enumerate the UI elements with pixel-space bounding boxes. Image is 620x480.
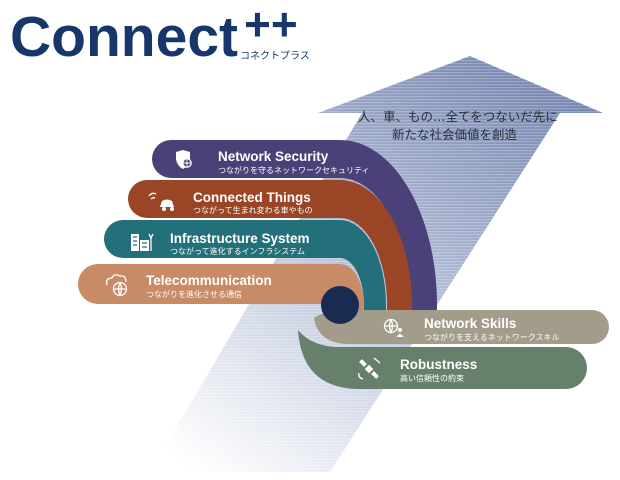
band-connected-things: Connected Things つながって生まれ変わる車やもの bbox=[128, 180, 412, 328]
band-infrastructure-system: Infrastructure System つながって進化するインフラシステム bbox=[104, 220, 386, 324]
band-robustness: Robustness 高い信頼性の約束 bbox=[298, 330, 587, 389]
band-shape bbox=[314, 310, 609, 344]
band-title: Infrastructure System bbox=[170, 231, 310, 246]
logo-kana: コネクトプラス bbox=[240, 50, 310, 62]
arrow-text-line2: 新たな社会価値を創造 bbox=[392, 127, 518, 142]
band-subtitle: つながりを支えるネットワークスキル bbox=[424, 332, 560, 342]
satellite-icon bbox=[358, 357, 381, 380]
center-dot bbox=[321, 286, 359, 324]
band-telecommunication: Telecommunication つながりを進化させる通信 bbox=[78, 264, 364, 329]
band-network-skills: Network Skills つながりを支えるネットワークスキル bbox=[314, 310, 609, 344]
band-shape bbox=[104, 220, 386, 324]
logo-name: Connect bbox=[10, 5, 238, 69]
band-title: Connected Things bbox=[193, 190, 311, 205]
band-shape bbox=[128, 180, 412, 328]
building-icon bbox=[131, 233, 154, 251]
arrow-text-line1: 人、車、もの…全てをつないだ先に bbox=[358, 109, 558, 124]
cloud-globe-icon bbox=[105, 274, 128, 298]
band-shape bbox=[78, 264, 364, 329]
logo-plus: ++ bbox=[244, 0, 298, 50]
band-subtitle: つながって進化するインフラシステム bbox=[170, 246, 305, 256]
band-title: Network Security bbox=[218, 149, 329, 164]
shield-icon bbox=[176, 150, 192, 169]
band-subtitle: つながりを進化させる通信 bbox=[146, 289, 242, 299]
band-subtitle: 高い信頼性の約束 bbox=[400, 373, 464, 383]
band-title: Robustness bbox=[400, 357, 477, 372]
car-icon bbox=[148, 192, 174, 211]
band-subtitle: つながって生まれ変わる車やもの bbox=[193, 205, 313, 215]
band-subtitle: つながりを守るネットワークセキュリティ bbox=[218, 165, 370, 175]
band-shape bbox=[298, 330, 587, 389]
band-network-security: Network Security つながりを守るネットワークセキュリティ bbox=[152, 140, 437, 330]
band-title: Telecommunication bbox=[146, 273, 272, 288]
band-title: Network Skills bbox=[424, 316, 516, 331]
logo: Connect ++ コネクトプラス bbox=[10, 0, 310, 69]
globe-person-icon bbox=[383, 318, 404, 337]
